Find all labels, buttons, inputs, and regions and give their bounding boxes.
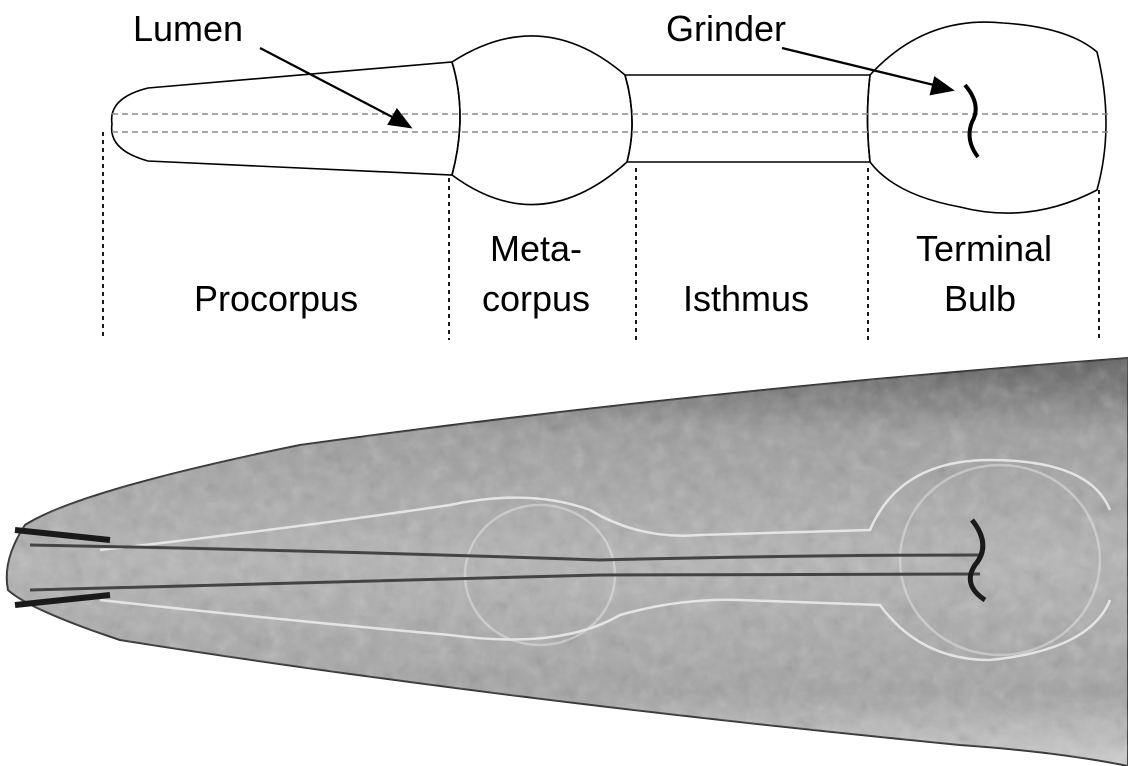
procorpus-shape: [112, 62, 460, 175]
procorpus-label: Procorpus: [194, 278, 358, 320]
terminal-bulb-label-line1: Terminal: [916, 228, 1052, 270]
grinder-label: Grinder: [666, 8, 786, 50]
metacorpus-label-line2: corpus: [482, 278, 590, 320]
terminal-bulb-label-line2: Bulb: [944, 278, 1016, 320]
terminal-bulb-shape: [868, 22, 1107, 213]
isthmus-label: Isthmus: [683, 278, 809, 320]
grinder-mark: [965, 85, 978, 157]
lumen-arrow-line: [260, 48, 398, 120]
grinder-arrowhead: [931, 78, 952, 94]
lumen-label: Lumen: [133, 8, 243, 50]
metacorpus-label-line1: Meta-: [490, 228, 582, 270]
lumen-arrowhead: [389, 110, 410, 127]
nematode-micrograph: [0, 350, 1128, 766]
grinder-arrow-line: [782, 48, 938, 86]
metacorpus-shape: [452, 36, 632, 205]
isthmus-shape: [625, 75, 870, 162]
